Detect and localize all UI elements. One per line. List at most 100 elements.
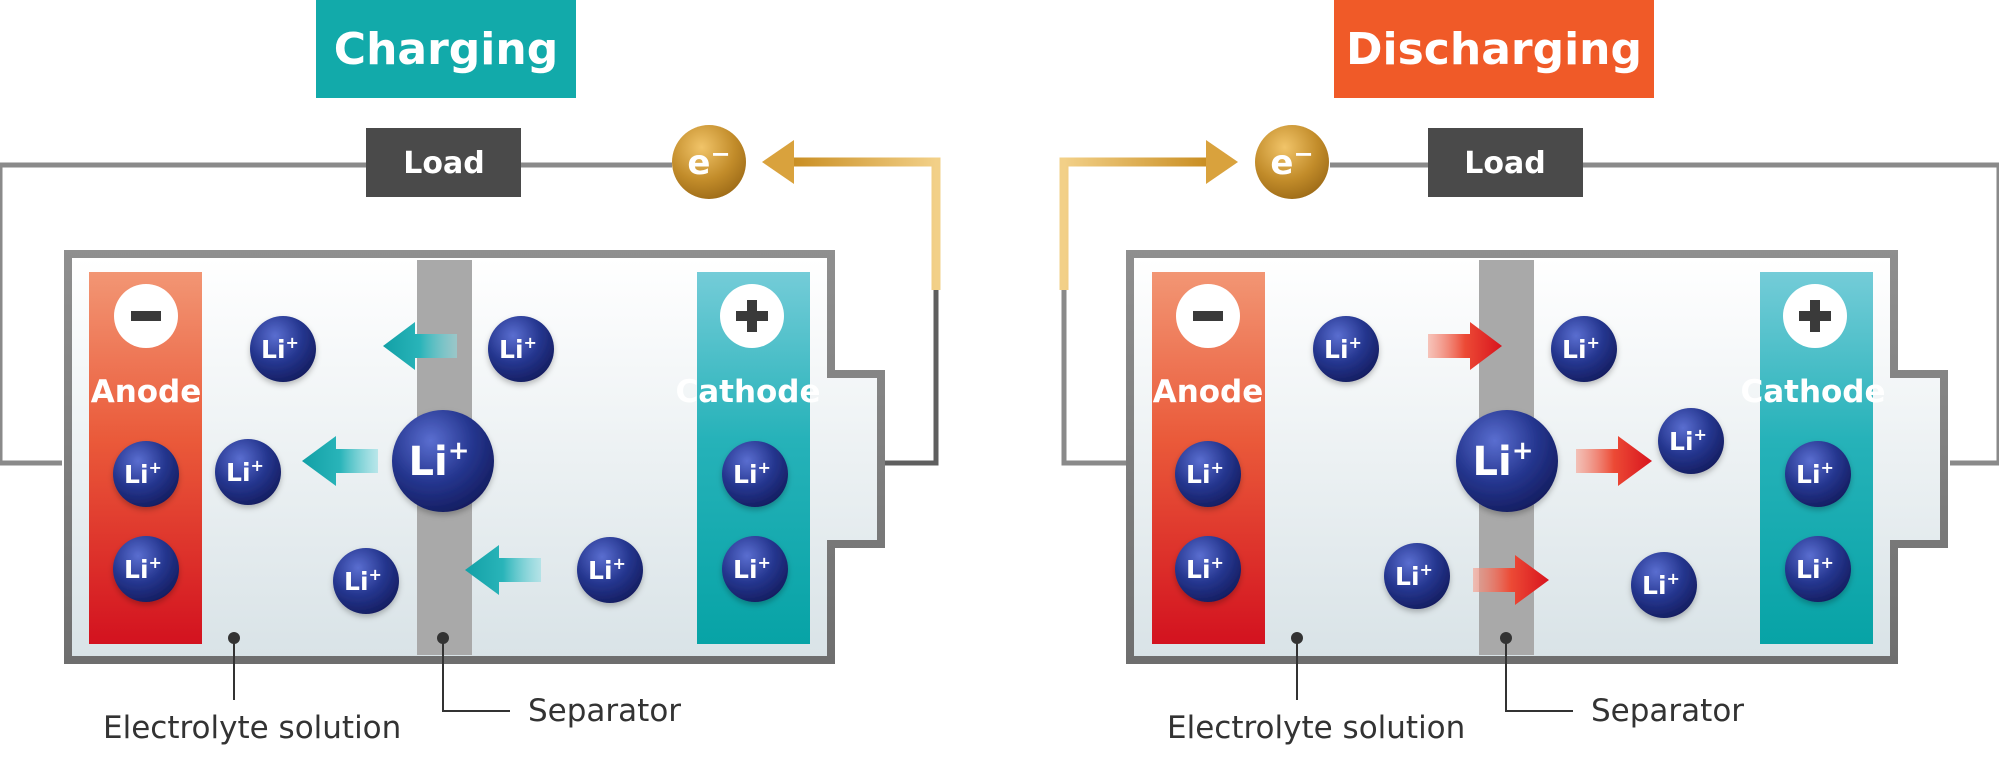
ion-charge: + xyxy=(1349,333,1362,352)
charging-ions: Li+ Li+ Li+ Li+ Li+ Li+ Li+ Li+ Li+ Li+ xyxy=(113,316,788,614)
ion-symbol: Li xyxy=(1395,562,1420,591)
ion-circle xyxy=(250,316,316,382)
ion-icon: Li+ xyxy=(113,536,179,602)
ion-icon: Li+ xyxy=(1384,543,1450,609)
ion-symbol: Li xyxy=(1473,439,1512,485)
discharging-separator-leader xyxy=(1505,638,1573,712)
ion-charge: + xyxy=(1694,425,1707,444)
ion-charge: + xyxy=(1211,553,1224,572)
discharging-electron-arrowhead xyxy=(1206,140,1238,184)
ion-symbol: Li xyxy=(409,439,448,485)
ion-label: Li+ xyxy=(1669,425,1707,456)
ion-circle xyxy=(488,316,554,382)
ion-icon: Li+ xyxy=(1658,408,1724,474)
discharging-electron-icon: e− xyxy=(1255,125,1329,199)
ion-symbol: Li xyxy=(1562,335,1587,364)
ion-charge: + xyxy=(369,565,382,584)
charging-plus-icon xyxy=(720,284,784,348)
ion-symbol: Li xyxy=(1669,427,1694,456)
ion-label: Li+ xyxy=(1186,553,1224,584)
svg-text:e−: e− xyxy=(1270,140,1313,183)
charging-electrolyte-caption: Electrolyte solution xyxy=(103,710,401,746)
charging-separator-caption: Separator xyxy=(528,693,681,729)
ion-icon: Li+ xyxy=(1785,441,1851,507)
ion-symbol: Li xyxy=(733,555,758,584)
discharging-circuit-wire-right xyxy=(1950,165,1999,466)
ion-circle xyxy=(1551,316,1617,382)
discharging-electron-wire xyxy=(1059,157,1208,290)
ion-label: Li+ xyxy=(261,333,299,364)
ion-charge: + xyxy=(1667,569,1680,588)
ion-icon: Li+ xyxy=(1631,552,1697,618)
ion-circle xyxy=(722,536,788,602)
ion-symbol: Li xyxy=(588,556,613,585)
ion-circle xyxy=(392,410,494,512)
ion-symbol: Li xyxy=(261,335,286,364)
discharging-load-label: Load xyxy=(1464,146,1545,181)
charging-electron-wire xyxy=(792,157,941,290)
ion-label: Li+ xyxy=(1395,560,1433,591)
discharging-arrow-icon xyxy=(1473,555,1549,605)
ion-symbol: Li xyxy=(124,555,149,584)
ion-circle xyxy=(1631,552,1697,618)
ion-icon: Li+ xyxy=(1551,316,1617,382)
ion-charge: + xyxy=(1821,458,1834,477)
ion-circle xyxy=(1658,408,1724,474)
ion-symbol: Li xyxy=(1186,555,1211,584)
ion-label: Li+ xyxy=(124,458,162,489)
ion-label: Li+ xyxy=(1796,458,1834,489)
ion-label: Li+ xyxy=(124,553,162,584)
ion-charge: + xyxy=(149,458,162,477)
charging-cathode-label: Cathode xyxy=(675,374,820,410)
charging-load-label: Load xyxy=(403,146,484,181)
charging-electron-arrowhead xyxy=(762,140,794,184)
ion-icon: Li+ xyxy=(1175,536,1241,602)
charging-panel: Charging Load e− Anode xyxy=(0,0,941,746)
discharging-anode-label: Anode xyxy=(1153,374,1264,410)
charging-arrow-icon xyxy=(302,436,378,486)
ion-charge: + xyxy=(524,333,537,352)
ion-circle xyxy=(577,537,643,603)
ion-symbol: Li xyxy=(226,458,251,487)
discharging-load-box xyxy=(1428,128,1583,197)
ion-label: Li+ xyxy=(1473,436,1534,485)
ion-charge: + xyxy=(613,554,626,573)
ion-charge: + xyxy=(149,553,162,572)
ion-label: Li+ xyxy=(226,456,264,487)
ion-symbol: Li xyxy=(499,335,524,364)
ion-icon: Li+ xyxy=(1313,316,1379,382)
charging-anode-label: Anode xyxy=(91,374,202,410)
discharging-panel: Discharging e− Load Anode xyxy=(1059,0,1999,746)
charging-minus-icon xyxy=(114,284,178,348)
discharging-minus-icon xyxy=(1176,284,1240,348)
ion-icon: Li+ xyxy=(722,441,788,507)
charging-electron-label: e xyxy=(687,143,710,183)
discharging-plus-icon xyxy=(1783,284,1847,348)
discharging-separator-caption: Separator xyxy=(1591,693,1744,729)
ion-symbol: Li xyxy=(1324,335,1349,364)
ion-charge: + xyxy=(1420,560,1433,579)
ion-label: Li+ xyxy=(588,554,626,585)
ion-circle xyxy=(722,441,788,507)
ion-circle xyxy=(113,441,179,507)
ion-charge: + xyxy=(251,456,264,475)
ion-circle xyxy=(1785,536,1851,602)
ion-icon: Li+ xyxy=(488,316,554,382)
discharging-ions: Li+ Li+ Li+ Li+ Li+ Li+ Li+ Li+ Li+ Li+ xyxy=(1175,316,1851,618)
ion-circle xyxy=(113,536,179,602)
charging-separator-leader xyxy=(442,638,510,712)
ion-icon: Li+ xyxy=(333,548,399,614)
ion-icon: Li+ xyxy=(215,439,281,505)
ion-circle xyxy=(1785,441,1851,507)
ion-symbol: Li xyxy=(733,460,758,489)
ion-circle xyxy=(1384,543,1450,609)
discharging-electrolyte-caption: Electrolyte solution xyxy=(1167,710,1465,746)
ion-circle xyxy=(1313,316,1379,382)
ion-symbol: Li xyxy=(1796,555,1821,584)
ion-icon: Li+ xyxy=(1175,441,1241,507)
discharging-electron-label: e xyxy=(1270,143,1293,183)
ion-icon: Li+ xyxy=(250,316,316,382)
ion-label: Li+ xyxy=(1186,458,1224,489)
ion-circle xyxy=(215,439,281,505)
ion-label: Li+ xyxy=(499,333,537,364)
